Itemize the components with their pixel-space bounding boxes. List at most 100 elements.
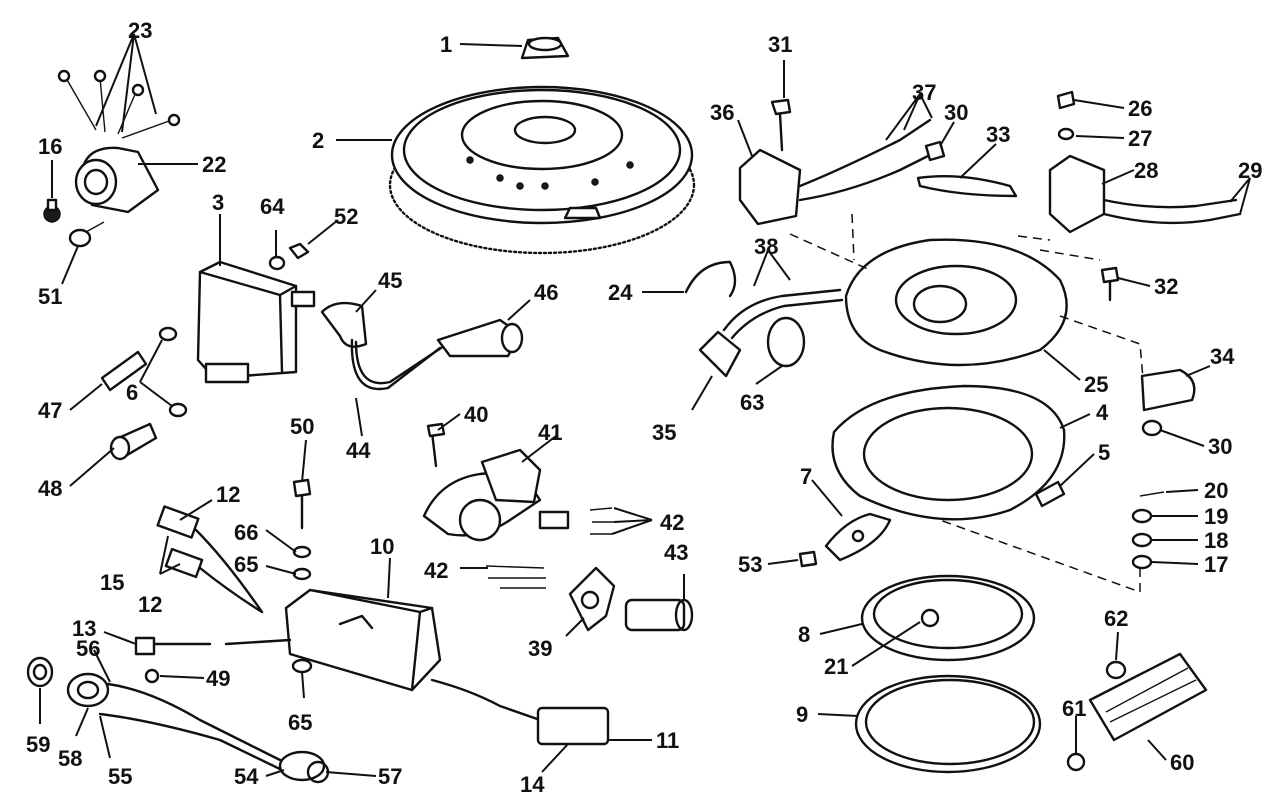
part-clip-34 bbox=[1140, 368, 1196, 437]
part-clips-hoses bbox=[684, 260, 844, 378]
part-ignition-coil bbox=[196, 260, 316, 384]
callout-25: 25 bbox=[1084, 372, 1108, 397]
part-ground-strap bbox=[134, 636, 292, 656]
part-sensor-coil bbox=[1048, 90, 1242, 234]
callout-21: 21 bbox=[824, 654, 848, 679]
callout-47: 47 bbox=[38, 398, 62, 423]
callout-labels: 1 2 3 4 5 6 7 8 9 10 11 12 12 13 14 15 1… bbox=[26, 18, 1262, 797]
part-connectors bbox=[156, 505, 264, 614]
callout-23: 23 bbox=[128, 18, 152, 43]
part-screw-washers bbox=[291, 478, 313, 674]
callout-10: 10 bbox=[370, 534, 394, 559]
callout-40: 40 bbox=[464, 402, 488, 427]
leader-lines bbox=[39, 33, 1251, 777]
callout-31: 31 bbox=[768, 32, 792, 57]
callout-61: 61 bbox=[1062, 696, 1086, 721]
callout-5: 5 bbox=[1098, 440, 1110, 465]
part-screw-5 bbox=[1034, 480, 1066, 508]
callout-43: 43 bbox=[664, 540, 688, 565]
callout-53: 53 bbox=[738, 552, 762, 577]
callout-17: 17 bbox=[1204, 552, 1228, 577]
callout-11: 11 bbox=[656, 728, 679, 753]
callout-60: 60 bbox=[1170, 750, 1194, 775]
part-rectifier bbox=[43, 69, 181, 248]
callout-6: 6 bbox=[126, 380, 138, 405]
part-lever bbox=[798, 512, 892, 568]
part-terminal-board bbox=[1066, 652, 1208, 772]
callout-51: 51 bbox=[38, 284, 62, 309]
callout-48: 48 bbox=[38, 476, 62, 501]
part-small-washers bbox=[939, 491, 1165, 594]
callout-55: 55 bbox=[108, 764, 132, 789]
callout-16: 16 bbox=[38, 134, 62, 159]
callout-57: 57 bbox=[378, 764, 402, 789]
callout-58: 58 bbox=[58, 746, 82, 771]
callout-15: 15 bbox=[100, 570, 124, 595]
part-flywheel bbox=[388, 85, 696, 255]
callout-62: 62 bbox=[1104, 606, 1128, 631]
callout-65b: 65 bbox=[288, 710, 312, 735]
callout-1: 1 bbox=[440, 32, 452, 57]
callout-30a: 30 bbox=[944, 100, 968, 125]
callout-37: 37 bbox=[912, 80, 936, 105]
callout-3: 3 bbox=[212, 190, 224, 215]
part-flywheel-nut bbox=[520, 36, 570, 60]
callout-24: 24 bbox=[608, 280, 633, 305]
callout-49: 49 bbox=[206, 666, 230, 691]
callout-32: 32 bbox=[1154, 274, 1178, 299]
callout-12b: 12 bbox=[138, 592, 162, 617]
callout-33: 33 bbox=[986, 122, 1010, 147]
callout-12a: 12 bbox=[216, 482, 240, 507]
callout-29: 29 bbox=[1238, 158, 1262, 183]
callout-45: 45 bbox=[378, 268, 402, 293]
callout-44: 44 bbox=[346, 438, 371, 463]
callout-36: 36 bbox=[710, 100, 734, 125]
callout-18: 18 bbox=[1204, 528, 1228, 553]
callout-35: 35 bbox=[652, 420, 676, 445]
part-power-pack bbox=[284, 588, 610, 746]
part-stator-plate bbox=[860, 574, 1036, 662]
callout-27: 27 bbox=[1128, 126, 1152, 151]
callout-26: 26 bbox=[1128, 96, 1152, 121]
part-charge-coil bbox=[738, 98, 942, 226]
part-bracket bbox=[916, 140, 1018, 198]
part-screw-32 bbox=[1100, 266, 1120, 302]
callout-14: 14 bbox=[520, 772, 545, 797]
callout-46: 46 bbox=[534, 280, 558, 305]
part-timer-base-sensor bbox=[422, 422, 614, 589]
part-retainer-plate bbox=[831, 384, 1066, 521]
callout-9: 9 bbox=[796, 702, 808, 727]
callout-39: 39 bbox=[528, 636, 552, 661]
part-cable-grommets bbox=[26, 656, 330, 784]
callout-4: 4 bbox=[1096, 400, 1109, 425]
callout-20: 20 bbox=[1204, 478, 1228, 503]
callout-54: 54 bbox=[234, 764, 259, 789]
callout-2: 2 bbox=[312, 128, 324, 153]
callout-28: 28 bbox=[1134, 158, 1158, 183]
part-retaining-ring bbox=[854, 674, 1042, 774]
part-sleeve bbox=[568, 566, 694, 632]
callout-56: 56 bbox=[76, 636, 100, 661]
callout-8: 8 bbox=[798, 622, 810, 647]
callout-30b: 30 bbox=[1208, 434, 1232, 459]
part-armature-plate bbox=[789, 213, 1145, 391]
callout-42b: 42 bbox=[424, 558, 448, 583]
callout-52: 52 bbox=[334, 204, 358, 229]
callout-50: 50 bbox=[290, 414, 314, 439]
callout-65a: 65 bbox=[234, 552, 258, 577]
callout-22: 22 bbox=[202, 152, 226, 177]
part-washers-and-bolts bbox=[100, 326, 188, 461]
callout-66: 66 bbox=[234, 520, 258, 545]
part-washer-nut bbox=[268, 242, 310, 271]
callout-38: 38 bbox=[754, 234, 778, 259]
part-spark-plug-lead bbox=[320, 301, 524, 391]
callout-63: 63 bbox=[740, 390, 764, 415]
callout-7: 7 bbox=[800, 464, 812, 489]
callout-13: 13 bbox=[72, 616, 96, 641]
callout-59: 59 bbox=[26, 732, 50, 757]
callout-41: 41 bbox=[538, 420, 562, 445]
callout-34: 34 bbox=[1210, 344, 1235, 369]
part-star-washer bbox=[144, 668, 160, 684]
callout-19: 19 bbox=[1204, 504, 1228, 529]
